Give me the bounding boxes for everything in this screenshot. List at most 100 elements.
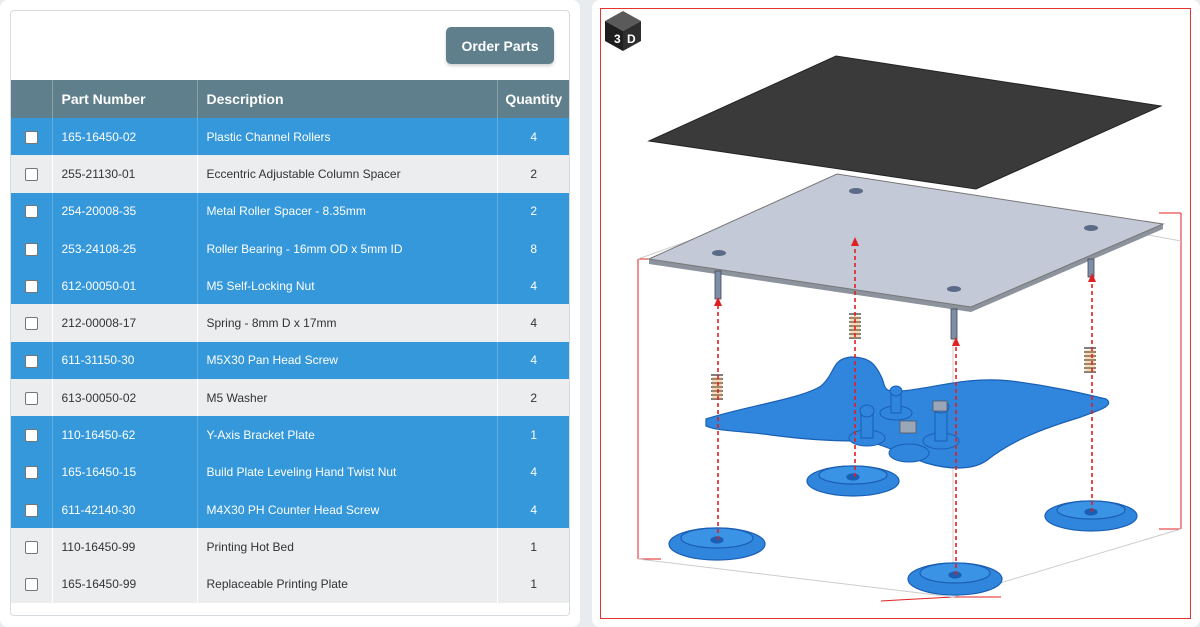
hand-twist-nuts[interactable]	[668, 465, 1138, 596]
row-select-cell	[11, 565, 53, 603]
description-cell: Roller Bearing - 16mm OD x 5mm ID	[197, 229, 498, 268]
order-parts-button[interactable]: Order Parts	[446, 27, 554, 64]
row-select-checkbox[interactable]	[24, 317, 38, 331]
row-select-cell	[11, 528, 53, 566]
viewer-panel: 3 D	[592, 0, 1200, 627]
description-cell: Printing Hot Bed	[197, 528, 498, 566]
quantity-cell: 4	[497, 453, 569, 491]
parts-table: Part Number Description Quantity 165-164…	[11, 80, 569, 603]
description-cell: Eccentric Adjustable Column Spacer	[197, 155, 498, 193]
description-cell: Build Plate Leveling Hand Twist Nut	[197, 453, 498, 491]
row-select-checkbox[interactable]	[24, 391, 38, 405]
part-number-cell: 165-16450-99	[52, 565, 198, 603]
quantity-column-header[interactable]: Quantity	[497, 80, 569, 118]
row-select-checkbox[interactable]	[24, 578, 38, 592]
part-number-cell: 611-31150-30	[52, 341, 198, 380]
description-cell: M5X30 Pan Head Screw	[197, 341, 498, 380]
description-cell: M5 Self-Locking Nut	[197, 267, 498, 305]
row-select-checkbox[interactable]	[24, 354, 38, 368]
description-cell: M5 Washer	[197, 379, 498, 417]
row-select-checkbox[interactable]	[24, 242, 38, 256]
row-select-cell	[11, 341, 53, 380]
quantity-cell: 4	[497, 304, 569, 342]
part-number-cell: 255-21130-01	[52, 155, 198, 193]
row-select-cell	[11, 490, 53, 529]
view-cube-label-d: D	[627, 32, 636, 46]
row-select-cell	[11, 192, 53, 230]
row-select-cell	[11, 267, 53, 305]
description-cell: Spring - 8mm D x 17mm	[197, 304, 498, 342]
row-select-cell	[11, 118, 53, 156]
exploded-model[interactable]	[601, 9, 1191, 619]
part-number-cell: 254-20008-35	[52, 192, 198, 230]
assembly-guide-arrowheads	[714, 237, 1096, 346]
part-number-cell: 110-16450-62	[52, 416, 198, 454]
table-header-row: Part Number Description Quantity	[11, 80, 569, 118]
row-select-cell	[11, 304, 53, 342]
part-number-cell: 613-00050-02	[52, 379, 198, 417]
row-select-checkbox[interactable]	[24, 541, 38, 555]
row-select-cell	[11, 416, 53, 454]
hot-bed[interactable]	[647, 173, 1165, 312]
part-number-column-header[interactable]: Part Number	[52, 80, 198, 118]
description-cell: Y-Axis Bracket Plate	[197, 416, 498, 454]
3d-model-viewer[interactable]: 3 D	[600, 8, 1191, 619]
quantity-cell: 1	[497, 416, 569, 454]
quantity-cell: 2	[497, 192, 569, 230]
select-column-header	[11, 80, 53, 118]
row-select-cell	[11, 155, 53, 193]
description-cell: Replaceable Printing Plate	[197, 565, 498, 603]
row-select-cell	[11, 453, 53, 491]
description-column-header[interactable]: Description	[197, 80, 498, 118]
quantity-cell: 1	[497, 565, 569, 603]
row-select-cell	[11, 229, 53, 268]
self-locking-nuts[interactable]	[899, 400, 948, 434]
row-select-checkbox[interactable]	[24, 429, 38, 443]
parts-list-card: Order Parts Part Number Description Quan…	[10, 10, 570, 616]
part-number-cell: 253-24108-25	[52, 229, 198, 268]
quantity-cell: 2	[497, 155, 569, 193]
part-number-cell: 110-16450-99	[52, 528, 198, 566]
part-number-cell: 611-42140-30	[52, 490, 198, 529]
row-select-checkbox[interactable]	[24, 205, 38, 219]
description-cell: M4X30 PH Counter Head Screw	[197, 490, 498, 529]
quantity-cell: 4	[497, 490, 569, 529]
row-select-checkbox[interactable]	[24, 130, 38, 144]
part-number-cell: 212-00008-17	[52, 304, 198, 342]
part-number-cell: 165-16450-02	[52, 118, 198, 156]
quantity-cell: 2	[497, 379, 569, 417]
description-cell: Metal Roller Spacer - 8.35mm	[197, 192, 498, 230]
bounding-box	[637, 212, 1182, 602]
printing-plate[interactable]	[647, 55, 1163, 190]
quantity-cell: 1	[497, 528, 569, 566]
description-cell: Plastic Channel Rollers	[197, 118, 498, 156]
view-cube-label-3: 3	[614, 32, 621, 46]
quantity-cell: 8	[497, 229, 569, 268]
row-select-checkbox[interactable]	[24, 280, 38, 293]
channel-rollers[interactable]	[848, 385, 960, 463]
part-number-cell: 612-00050-01	[52, 267, 198, 305]
view-cube-icon[interactable]: 3 D	[601, 9, 645, 53]
row-select-checkbox[interactable]	[24, 466, 38, 480]
row-select-checkbox[interactable]	[24, 503, 38, 517]
row-select-cell	[11, 379, 53, 417]
quantity-cell: 4	[497, 341, 569, 380]
row-select-checkbox[interactable]	[24, 168, 38, 182]
quantity-cell: 4	[497, 118, 569, 156]
parts-list-panel: Order Parts Part Number Description Quan…	[0, 0, 580, 627]
assembly-guide-lines	[717, 243, 1093, 575]
